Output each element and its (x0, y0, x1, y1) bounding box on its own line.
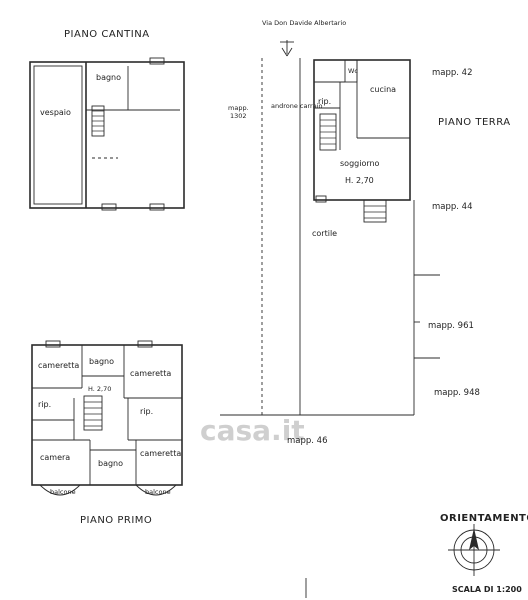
scale-label: SCALA DI 1:200 (452, 585, 522, 594)
room-height-primo: H. 2,70 (88, 385, 111, 393)
piano-primo-plan (31, 340, 183, 496)
mapp-961-label: mapp. 961 (428, 321, 474, 331)
primo-window (45, 340, 61, 348)
room-label-cucina: cucina (370, 85, 396, 94)
cantina-window (101, 203, 117, 211)
balcony-left (39, 484, 81, 496)
room-label-vespaio: vespaio (40, 108, 71, 117)
room-label-rip: rip. (140, 407, 153, 416)
androne-label: androne carraio (271, 102, 322, 110)
north-arrow-street (280, 40, 294, 57)
piano-cantina-plan (29, 57, 185, 211)
primo-window (137, 340, 153, 348)
mapp-1302-label: mapp. (228, 104, 249, 112)
terra-window (315, 195, 327, 203)
mapp-42-label: mapp. 42 (432, 68, 473, 78)
vespaio-area (33, 65, 83, 205)
title-piano-terra: PIANO TERRA (438, 117, 511, 128)
room-label-camera: camera (40, 453, 70, 462)
street-label: Via Don Davide Albertario (262, 19, 346, 27)
room-label-rip: rip. (318, 97, 331, 106)
balcony-label: balcone (50, 488, 76, 496)
balcony-right (135, 484, 177, 496)
room-label-cameretta: cameretta (130, 369, 171, 378)
room-label-cameretta: cameretta (140, 449, 181, 458)
title-piano-primo: PIANO PRIMO (80, 515, 152, 526)
room-label-wc: Wc (348, 67, 358, 75)
balcony-label: balcone (145, 488, 171, 496)
piano-terra-plan (313, 59, 411, 223)
terra-wc-box (344, 59, 358, 83)
title-piano-cantina: PIANO CANTINA (64, 29, 150, 40)
cantina-window (149, 57, 165, 65)
watermark-text: casa.it (200, 414, 305, 447)
room-height-terra: H. 2,70 (345, 176, 374, 185)
cantina-outline (29, 61, 185, 209)
cortile-label: cortile (312, 229, 337, 238)
mapp-1302-number: 1302 (230, 112, 247, 120)
room-label-soggiorno: soggiorno (340, 159, 380, 168)
room-label-bagno: bagno (96, 73, 121, 82)
mapp-46-label: mapp. 46 (287, 436, 328, 446)
compass-icon (448, 524, 500, 576)
room-label-bagno: bagno (89, 357, 114, 366)
terra-outline (313, 59, 411, 201)
primo-stairs (83, 395, 103, 431)
room-label-cameretta: cameretta (38, 361, 79, 370)
room-label-rip: rip. (38, 400, 51, 409)
mapp-44-label: mapp. 44 (432, 202, 473, 212)
terra-stairs (319, 113, 337, 151)
orientamento-label: ORIENTAMENTO (440, 513, 528, 524)
terra-entrance-steps (363, 199, 387, 223)
cantina-window (149, 203, 165, 211)
cantina-stairs (91, 105, 105, 137)
mapp-948-label: mapp. 948 (434, 388, 480, 398)
primo-outline (31, 344, 183, 486)
room-label-bagno: bagno (98, 459, 123, 468)
parcel-boundaries (220, 200, 440, 416)
